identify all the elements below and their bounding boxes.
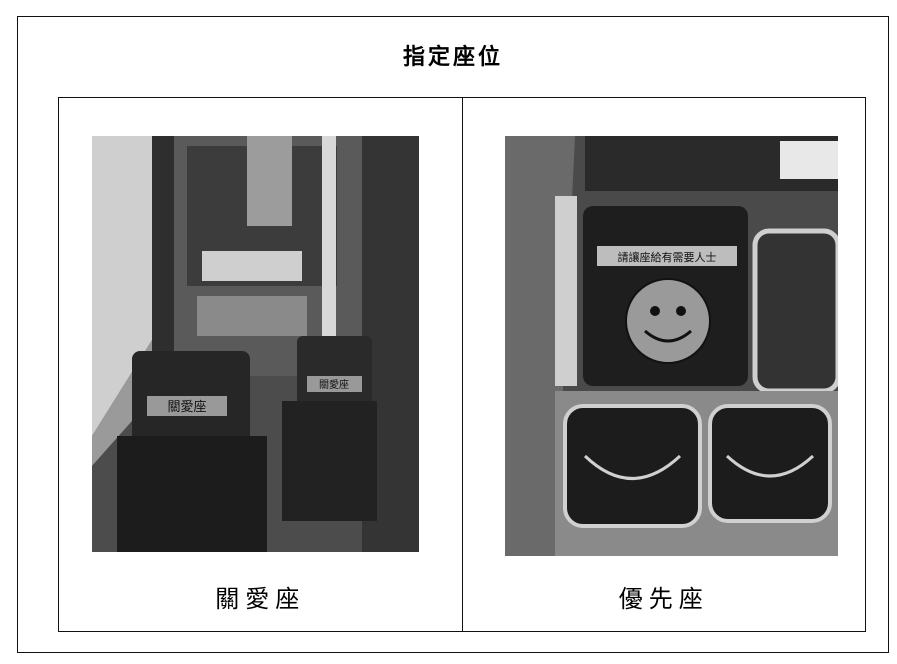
photo-table: 關愛座 關愛座 關愛座	[58, 97, 866, 632]
right-seat-sticker: 關愛座	[319, 378, 349, 391]
caption-caring-seat: 關愛座	[215, 585, 306, 613]
panel-caring-seat: 關愛座 關愛座 關愛座	[59, 98, 462, 631]
bus-seat-photo: 關愛座 關愛座	[92, 136, 419, 552]
sticker-text: 請讓座給有需要人士	[617, 250, 716, 264]
caption-priority-seat: 優先座	[618, 585, 709, 613]
smiley-seat-photo: 請讓座給有需要人士	[504, 136, 838, 556]
bus-interior-image: 關愛座 關愛座	[92, 136, 419, 552]
document-frame: 指定座位	[17, 16, 889, 653]
priority-seat-image: 請讓座給有需要人士	[504, 136, 838, 556]
page-title: 指定座位	[402, 45, 503, 70]
panel-priority-seat: 請讓座給有需要人士 優先座	[461, 98, 866, 631]
left-seat-sticker: 關愛座	[167, 400, 206, 415]
